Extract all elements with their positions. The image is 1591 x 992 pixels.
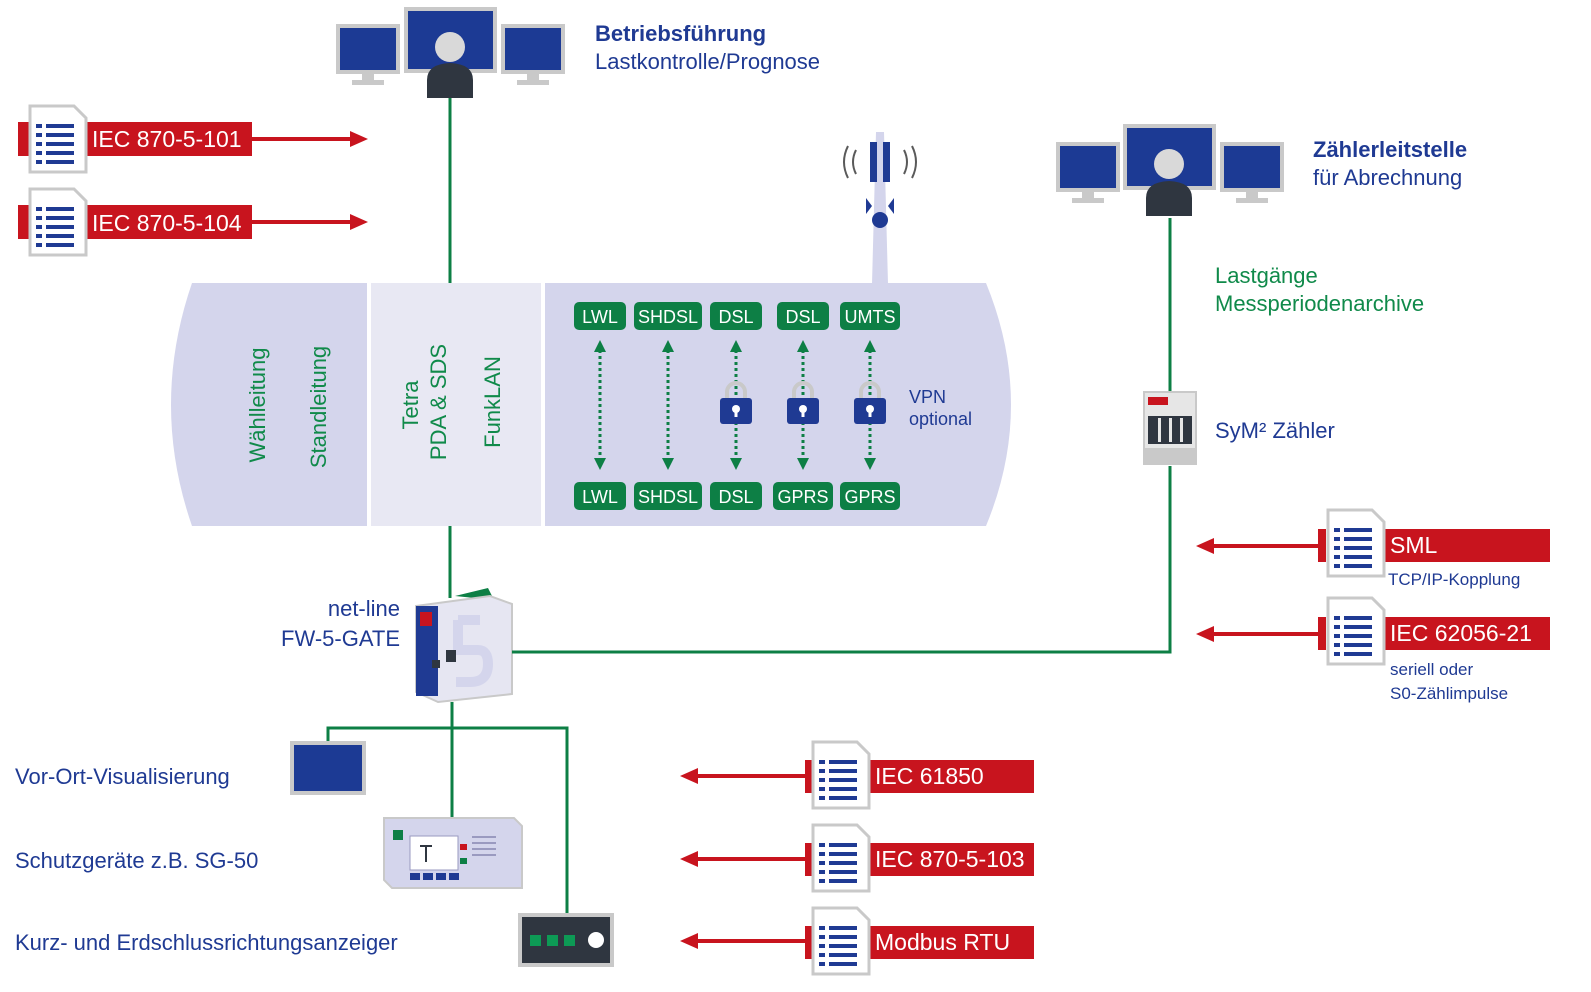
protocol-sml: SML TCP/IP-Kopplung — [1196, 508, 1550, 589]
svg-text:UMTS: UMTS — [845, 307, 896, 327]
svg-text:IEC 870-5-101: IEC 870-5-101 — [92, 126, 242, 152]
protocol-iec-61850: IEC 61850 — [680, 740, 1034, 810]
document-icon — [1326, 596, 1386, 666]
gateway-line1: net-line — [328, 596, 400, 621]
svg-text:IEC 61850: IEC 61850 — [875, 763, 984, 789]
communication-panel — [171, 283, 1011, 526]
document-icon — [28, 104, 88, 174]
document-icon — [811, 823, 871, 893]
arrow-right-icon — [350, 131, 368, 147]
right-data-line2: Messperiodenarchive — [1215, 291, 1424, 316]
right-data-line1: Lastgänge — [1215, 263, 1318, 288]
svg-text:DSL: DSL — [718, 307, 753, 327]
svg-text:SML: SML — [1390, 532, 1438, 558]
bus-label-waehlleitung: Wählleitung — [245, 348, 270, 463]
svg-text:SHDSL: SHDSL — [638, 487, 698, 507]
monitor-icon — [290, 741, 366, 795]
arrow-left-icon — [680, 768, 698, 784]
svg-text:Modbus RTU: Modbus RTU — [875, 929, 1010, 955]
protection-relay-icon — [383, 817, 523, 889]
bus-label-pda-sds: PDA & SDS — [426, 344, 451, 460]
meter-label: SyM² Zähler — [1215, 418, 1335, 443]
svg-text:IEC 870-5-103: IEC 870-5-103 — [875, 846, 1025, 872]
document-icon — [28, 187, 88, 257]
arrow-left-icon — [1196, 538, 1214, 554]
arrow-right-icon — [350, 214, 368, 230]
arrow-left-icon — [680, 851, 698, 867]
bus-label-tetra: Tetra — [398, 380, 423, 430]
bus-label-funklan: FunkLAN — [480, 356, 505, 448]
channel-lwl: LWL LWL — [574, 302, 626, 510]
channel-dsl-gprs: DSL GPRS — [773, 302, 833, 510]
channel-umts-gprs: UMTS GPRS — [840, 302, 900, 510]
device-label-protection: Schutzgeräte z.B. SG-50 — [15, 848, 258, 873]
protocol-iec-103: IEC 870-5-103 — [680, 823, 1034, 893]
protocol-iec-104: IEC 870-5-104 — [18, 187, 368, 257]
gateway-line2: FW-5-GATE — [281, 626, 400, 651]
channel-dsl: DSL DSL — [710, 302, 762, 510]
device-label-visualisation: Vor-Ort-Visualisierung — [15, 764, 230, 789]
arrow-left-icon — [680, 933, 698, 949]
gateway-device-icon — [415, 588, 513, 704]
device-label-indicator: Kurz- und Erdschlussrichtungsanzeiger — [15, 930, 398, 955]
smart-meter-icon — [1143, 391, 1197, 465]
gateway-to-meter-line — [512, 466, 1172, 654]
billing-workstation-icon — [1056, 124, 1284, 216]
antenna-icon — [843, 132, 917, 284]
channel-shdsl: SHDSL SHDSL — [634, 302, 702, 510]
top-station-subtitle: Lastkontrolle/Prognose — [595, 49, 820, 74]
svg-text:DSL: DSL — [718, 487, 753, 507]
indicator-branch-line — [452, 726, 569, 914]
bus-label-standleitung: Standleitung — [306, 346, 331, 468]
visualisation-branch-line — [326, 702, 454, 742]
svg-text:TCP/IP-Kopplung: TCP/IP-Kopplung — [1388, 570, 1520, 589]
document-icon — [811, 906, 871, 976]
svg-text:S0-Zählimpulse: S0-Zählimpulse — [1390, 684, 1508, 703]
document-icon — [811, 740, 871, 810]
arrow-left-icon — [1196, 626, 1214, 642]
svg-text:LWL: LWL — [582, 307, 618, 327]
svg-text:GPRS: GPRS — [844, 487, 895, 507]
operator-workstation-icon — [336, 7, 565, 98]
vpn-label: VPN — [909, 387, 946, 407]
fault-indicator-icon — [518, 913, 614, 967]
protocol-iec-101: IEC 870-5-101 — [18, 104, 368, 174]
svg-text:DSL: DSL — [785, 307, 820, 327]
svg-text:LWL: LWL — [582, 487, 618, 507]
svg-text:IEC 62056-21: IEC 62056-21 — [1390, 620, 1532, 646]
top-station-title: Betriebsführung — [595, 21, 766, 46]
document-icon — [1326, 508, 1386, 578]
right-station-title: Zählerleitstelle — [1313, 137, 1467, 162]
svg-text:SHDSL: SHDSL — [638, 307, 698, 327]
vpn-optional-label: optional — [909, 409, 972, 429]
protocol-modbus-rtu: Modbus RTU — [680, 906, 1034, 976]
protocol-iec-62056: IEC 62056-21 seriell oder S0-Zählimpulse — [1196, 596, 1550, 703]
right-station-subtitle: für Abrechnung — [1313, 165, 1462, 190]
svg-text:seriell oder: seriell oder — [1390, 660, 1473, 679]
svg-text:IEC 870-5-104: IEC 870-5-104 — [92, 210, 242, 236]
svg-text:GPRS: GPRS — [777, 487, 828, 507]
